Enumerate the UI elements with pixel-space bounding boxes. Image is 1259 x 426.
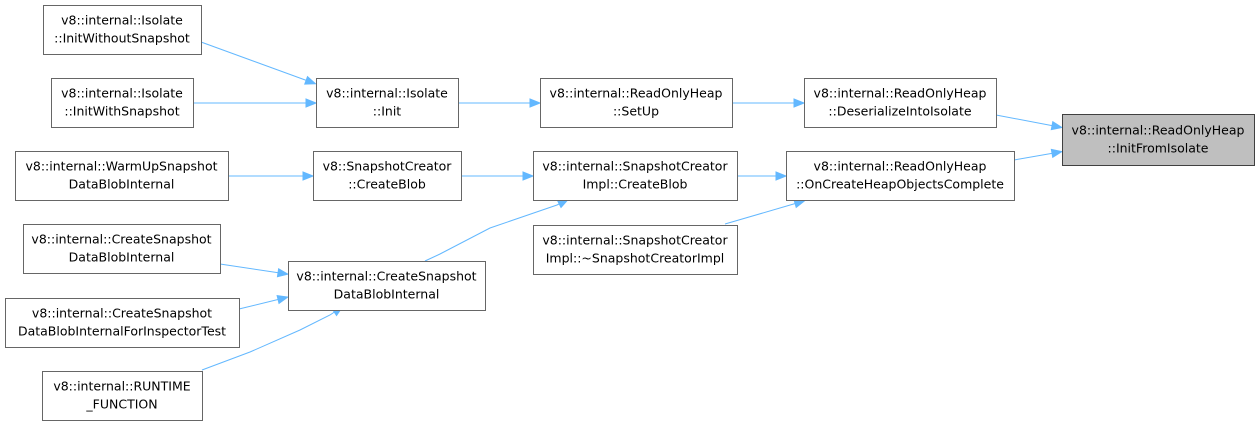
arrowhead-icon [775,171,788,181]
node-label-line: _FUNCTION [85,397,157,412]
node-label-line: ::SetUp [613,104,659,119]
node-label-line: v8::internal::CreateSnapshot [296,269,476,284]
edge-line [724,202,798,225]
node-initwithout[interactable]: v8::internal::Isolate::InitWithoutSnapsh… [43,5,202,55]
node-label-line: v8::internal::Isolate [61,86,183,101]
node-label-line: v8::internal::ReadOnlyHeap [814,86,987,101]
arrowhead-icon [1050,120,1064,131]
node-box[interactable] [533,225,738,275]
node-box[interactable] [1062,114,1255,166]
node-box[interactable] [43,5,202,55]
edge-n_createsnap_inspector-to-n_createsnap_mid [238,294,290,310]
node-box[interactable] [15,151,229,201]
edge-n_initwithout-to-n_isolate_init [200,41,317,85]
node-impl-createblob[interactable]: v8::internal::SnapshotCreatorImpl::Creat… [533,151,738,201]
node-deserialize[interactable]: v8::internal::ReadOnlyHeap::DeserializeI… [804,78,997,128]
node-label-line: v8::internal::WarmUpSnapshot [26,159,218,174]
edges-layer [193,41,1064,371]
node-label-line: v8::internal::ReadOnlyHeap [550,86,723,101]
node-impl-dtor[interactable]: v8::internal::SnapshotCreatorImpl::~Snap… [533,225,738,275]
node-box[interactable] [23,224,221,274]
node-label-line: DataBlobInternal [69,250,175,265]
edge-line [424,202,562,262]
arrowhead-icon [276,294,290,305]
node-box[interactable] [5,298,240,348]
node-isolate-init[interactable]: v8::internal::Isolate::Init [316,78,459,128]
node-label-line: DataBlobInternal [334,287,440,302]
node-label-line: ::InitWithoutSnapshot [54,31,190,46]
edge-n_creator_createblob-to-n_impl_createblob [461,171,535,181]
node-label-line: ::InitWithSnapshot [64,104,179,119]
node-label-line: v8::internal::CreateSnapshot [31,232,211,247]
arrowhead-icon [304,75,317,85]
node-box[interactable] [540,78,733,128]
node-box[interactable] [804,78,997,128]
node-createsnap-left[interactable]: v8::internal::CreateSnapshotDataBlobInte… [23,224,221,274]
node-box[interactable] [42,371,203,421]
node-label-line: ::OnCreateHeapObjectsComplete [796,177,1004,192]
edge-n_warmup-to-n_creator_createblob [228,171,315,181]
edge-line [219,263,281,274]
node-label-line: ::DeserializeIntoIsolate [828,104,971,119]
edge-n_impl_dtor-to-n_oncreate [724,199,806,225]
node-label-line: ::CreateBlob [348,177,426,192]
edge-n_initwith-to-n_isolate_init [193,98,318,108]
edge-line [201,310,337,371]
arrowhead-icon [522,171,535,181]
arrowhead-icon [793,98,806,108]
node-box[interactable] [313,151,462,201]
node-label-line: v8::SnapshotCreator [323,159,453,174]
arrowhead-icon [305,98,318,108]
edge-line [1013,152,1055,161]
node-label-line: v8::internal::Isolate [61,13,183,28]
node-initfromisolate[interactable]: v8::internal::ReadOnlyHeap::InitFromIsol… [1062,114,1255,166]
node-label-line: v8::internal::ReadOnlyHeap [814,159,987,174]
arrowhead-icon [302,171,315,181]
node-initwith[interactable]: v8::internal::Isolate::InitWithSnapshot [51,78,194,128]
edge-n_oncreate-to-n_initfromisolate [1013,148,1064,161]
edge-n_impl_createblob-to-n_oncreate [737,171,788,181]
edge-n_setup-to-n_deserialize [732,98,806,108]
node-label-line: ::InitFromIsolate [1108,141,1209,156]
arrowhead-icon [1050,148,1064,159]
node-label-line: v8::internal::RUNTIME [53,379,190,394]
node-label-line: v8::internal::SnapshotCreator [542,159,728,174]
node-box[interactable] [288,261,486,311]
node-warmup[interactable]: v8::internal::WarmUpSnapshotDataBlobInte… [15,151,229,201]
arrowhead-icon [276,267,290,278]
edge-n_createsnap_left-to-n_createsnap_mid [219,263,290,278]
edge-n_deserialize-to-n_initfromisolate [995,114,1064,131]
node-oncreate[interactable]: v8::internal::ReadOnlyHeap::OnCreateHeap… [786,151,1015,201]
node-createsnap-inspector[interactable]: v8::internal::CreateSnapshotDataBlobInte… [5,298,240,348]
node-label-line: DataBlobInternal [69,177,175,192]
node-creator-createblob[interactable]: v8::SnapshotCreator::CreateBlob [313,151,462,201]
node-label-line: Impl::~SnapshotCreatorImpl [546,251,725,266]
arrowhead-icon [529,98,542,108]
edge-line [200,41,309,82]
edge-line [995,114,1055,127]
node-label-line: v8::internal::CreateSnapshot [32,306,212,321]
node-label-line: v8::internal::ReadOnlyHeap [1072,123,1245,138]
node-setup[interactable]: v8::internal::ReadOnlyHeap::SetUp [540,78,733,128]
edge-n_isolate_init-to-n_setup [458,98,542,108]
node-runtime[interactable]: v8::internal::RUNTIME_FUNCTION [42,371,203,421]
node-createsnap-mid[interactable]: v8::internal::CreateSnapshotDataBlobInte… [288,261,486,311]
node-box[interactable] [533,151,738,201]
node-label-line: v8::internal::SnapshotCreator [542,233,728,248]
node-label-line: ::Init [373,104,402,119]
node-box[interactable] [786,151,1015,201]
edge-line [238,298,281,310]
node-label-line: v8::internal::Isolate [326,86,448,101]
node-box[interactable] [51,78,194,128]
node-box[interactable] [316,78,459,128]
nodes-layer: v8::internal::Isolate::InitWithoutSnapsh… [5,5,1255,421]
node-label-line: DataBlobInternalForInspectorTest [18,324,226,339]
node-label-line: Impl::CreateBlob [583,177,688,192]
